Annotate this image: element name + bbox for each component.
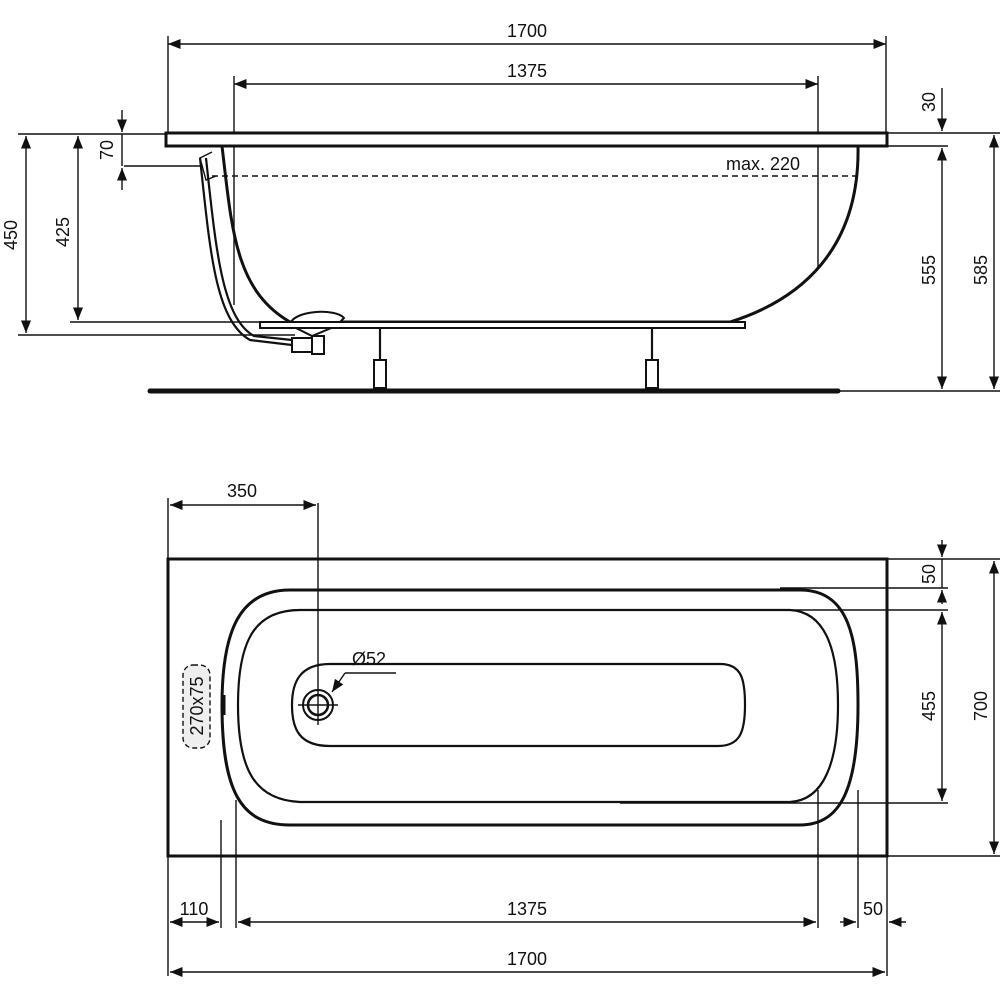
dim-height-555: 555 [919, 255, 939, 285]
dim-right-margin: 50 [863, 899, 883, 919]
dim-inner-width: 455 [919, 691, 939, 721]
dim-rim-30: 30 [919, 92, 939, 112]
foot-right [645, 328, 659, 389]
foot-left [373, 328, 387, 389]
dim-rim-top-50: 50 [919, 564, 939, 584]
dim-left-margin: 110 [180, 899, 209, 919]
dim-drain-offset: 350 [227, 481, 257, 501]
top-view: Ø52 270x75 350 50 455 700 110 1375 [166, 481, 1000, 978]
dim-height-450: 450 [1, 220, 21, 250]
dim-overflow-70: 70 [97, 140, 117, 160]
dim-inner-length: 1375 [507, 61, 547, 81]
dim-bottom-inner-length: 1375 [507, 899, 547, 919]
side-view: 1700 1375 max. 220 [1, 21, 1000, 394]
waste-cutout [182, 664, 211, 749]
dim-height-585: 585 [971, 255, 991, 285]
dim-overall-width: 700 [971, 691, 991, 721]
dim-height-425: 425 [53, 217, 73, 247]
dim-overall-length: 1700 [507, 21, 547, 41]
drain-diameter-label: Ø52 [352, 649, 386, 669]
dim-bottom-overall-length: 1700 [507, 949, 547, 969]
waste-cutout-label: 270x75 [187, 676, 207, 735]
max-water-label: max. 220 [726, 154, 800, 174]
